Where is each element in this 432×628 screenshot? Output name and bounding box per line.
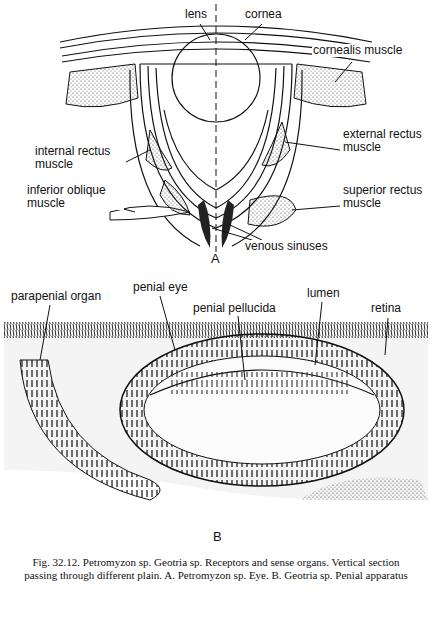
figure-caption: Fig. 32.12. Petromyzon sp. Geotria sp. R… <box>20 556 412 582</box>
panel-letter: B <box>212 530 223 543</box>
part-label: external rectus muscle <box>342 128 424 154</box>
part-label: lumen <box>306 287 341 300</box>
part-label: cornealis muscle <box>312 44 403 57</box>
part-label: retina <box>370 302 402 315</box>
part-label: superior rectus muscle <box>342 184 424 210</box>
part-label: penial pellucida <box>192 302 277 315</box>
part-label: parapenial organ <box>10 290 102 303</box>
part-label: venous sinuses <box>244 240 329 253</box>
part-label: internal rectus muscle <box>34 145 126 171</box>
panel-letter: A <box>210 252 221 265</box>
part-label: lens <box>184 8 208 21</box>
part-label: cornea <box>244 8 283 21</box>
part-label: penial eye <box>132 281 189 294</box>
part-label: inferior oblique muscle <box>26 184 124 210</box>
